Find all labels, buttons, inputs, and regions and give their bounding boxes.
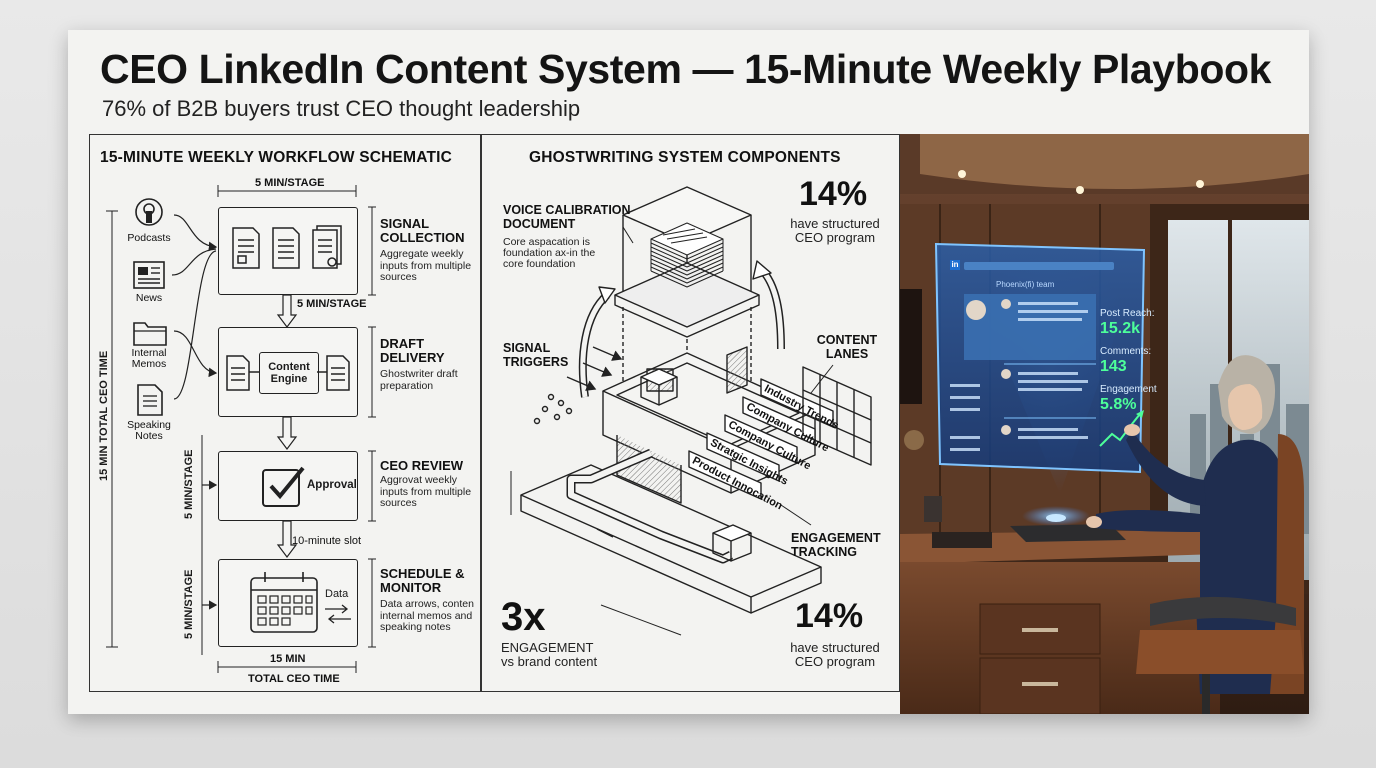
data-label: Data (325, 588, 349, 600)
voice-calibration-title: VOICE CALIBRATION DOCUMENT (503, 203, 631, 231)
document-icon (136, 383, 164, 422)
total-ceo-time-vertical: 15 MIN TOTAL CEO TIME (98, 350, 110, 481)
stage-desc-ceo-review: Aggrovat weekly inputs from multiple sou… (380, 474, 472, 509)
linkedin-logo: in (951, 260, 959, 269)
draft-docs-icon (226, 355, 350, 391)
metric-value-reach: 15.2k (1100, 320, 1141, 337)
stage-time-vertical-a: 5 MIN/STAGE (183, 449, 195, 519)
source-label-speaking-notes: Speaking Notes (127, 419, 171, 442)
between-stage-label-1: 5 MIN/STAGE (297, 298, 367, 310)
infographic-board: CEO LinkedIn Content System — 15-Minute … (68, 30, 1309, 714)
folder-icon (132, 317, 168, 352)
stat-value-engagement: 3x (501, 595, 546, 639)
metric-label-engagement: Engagement (1100, 384, 1157, 395)
content-lanes-label: CONTENT LANES (816, 333, 878, 361)
bottom-time-label: 15 MIN (270, 653, 306, 665)
stat-label-top: have structured CEO program (790, 216, 880, 245)
workflow-panel: 15-MINUTE WEEKLY WORKFLOW SCHEMATIC (89, 134, 482, 692)
stat-value-bottom: 14% (795, 597, 864, 635)
data-arrows-icon (325, 604, 351, 624)
checkbox-approval-icon (262, 466, 305, 507)
between-stage-label-3: 10-minute slot (292, 535, 362, 547)
engagement-tracking-label: ENGAGEMENT TRACKING (791, 531, 881, 559)
content-engine-box: Content Engine (259, 352, 319, 394)
stage-time-vertical-b: 5 MIN/STAGE (183, 569, 195, 639)
content-engine-label: Content Engine (268, 361, 310, 385)
ceo-review-box: Approval (218, 451, 358, 521)
stage-title-ceo-review: CEO REVIEW (380, 458, 464, 473)
podcasts-icon (134, 197, 164, 234)
stat-label-engagement: ENGAGEMENT vs brand content (501, 640, 598, 669)
documents-icon (232, 225, 342, 269)
signal-collection-box (218, 207, 358, 295)
source-label-news: News (135, 292, 163, 304)
schedule-monitor-box: Data (218, 559, 358, 647)
stage-desc-signal-collection: Aggregate weekly inputs from multiple so… (380, 248, 472, 283)
stat-value-top: 14% (799, 175, 868, 213)
isometric-system-drawing (510, 186, 872, 636)
calendar-icon (250, 572, 318, 633)
screen-tab-label: Phoenix(fi) team (996, 280, 1055, 289)
signal-triggers-label: SIGNAL TRIGGERS (503, 341, 569, 369)
metric-value-comments: 143 (1100, 358, 1127, 375)
source-label-podcasts: Podcasts (127, 232, 171, 244)
bottom-total-label: TOTAL CEO TIME (248, 673, 340, 685)
metric-value-engagement: 5.8% (1100, 396, 1137, 413)
source-label-internal-memos: Internal Memos (131, 347, 167, 370)
stage-desc-schedule-monitor: Data arrows, conten internal memos and s… (380, 598, 474, 633)
page-title: CEO LinkedIn Content System — 15-Minute … (100, 46, 1272, 92)
stage-desc-draft-delivery: Ghostwriter draft preparation (380, 368, 458, 392)
stage-title-signal-collection: SIGNAL COLLECTION (380, 216, 465, 245)
components-heading: GHOSTWRITING SYSTEM COMPONENTS (529, 149, 841, 166)
stat-label-bottom: have structured CEO program (790, 640, 880, 669)
workflow-heading: 15-MINUTE WEEKLY WORKFLOW SCHEMATIC (100, 149, 453, 166)
metric-label-reach: Post Reach: (1100, 308, 1155, 319)
ceo-office-photo: in Phoenix(fi) team Post Reach: 15.2k Co… (900, 134, 1309, 714)
stage-title-draft-delivery: DRAFT DELIVERY (380, 336, 445, 365)
stage-title-schedule-monitor: SCHEDULE & MONITOR (380, 566, 465, 595)
office-scene (900, 134, 1309, 714)
top-stage-label: 5 MIN/STAGE (255, 177, 325, 189)
metric-label-comments: Comments: (1100, 346, 1152, 357)
page-subtitle: 76% of B2B buyers trust CEO thought lead… (102, 96, 581, 121)
components-panel: GHOSTWRITING SYSTEM COMPONENTS (480, 134, 900, 692)
approval-label: Approval (307, 479, 357, 491)
workflow-schematic-lines (106, 185, 376, 673)
voice-calibration-desc: Core aspacation is foundation ax-in the … (503, 236, 596, 270)
newspaper-icon (132, 259, 166, 296)
draft-delivery-box: Content Engine (218, 327, 358, 417)
